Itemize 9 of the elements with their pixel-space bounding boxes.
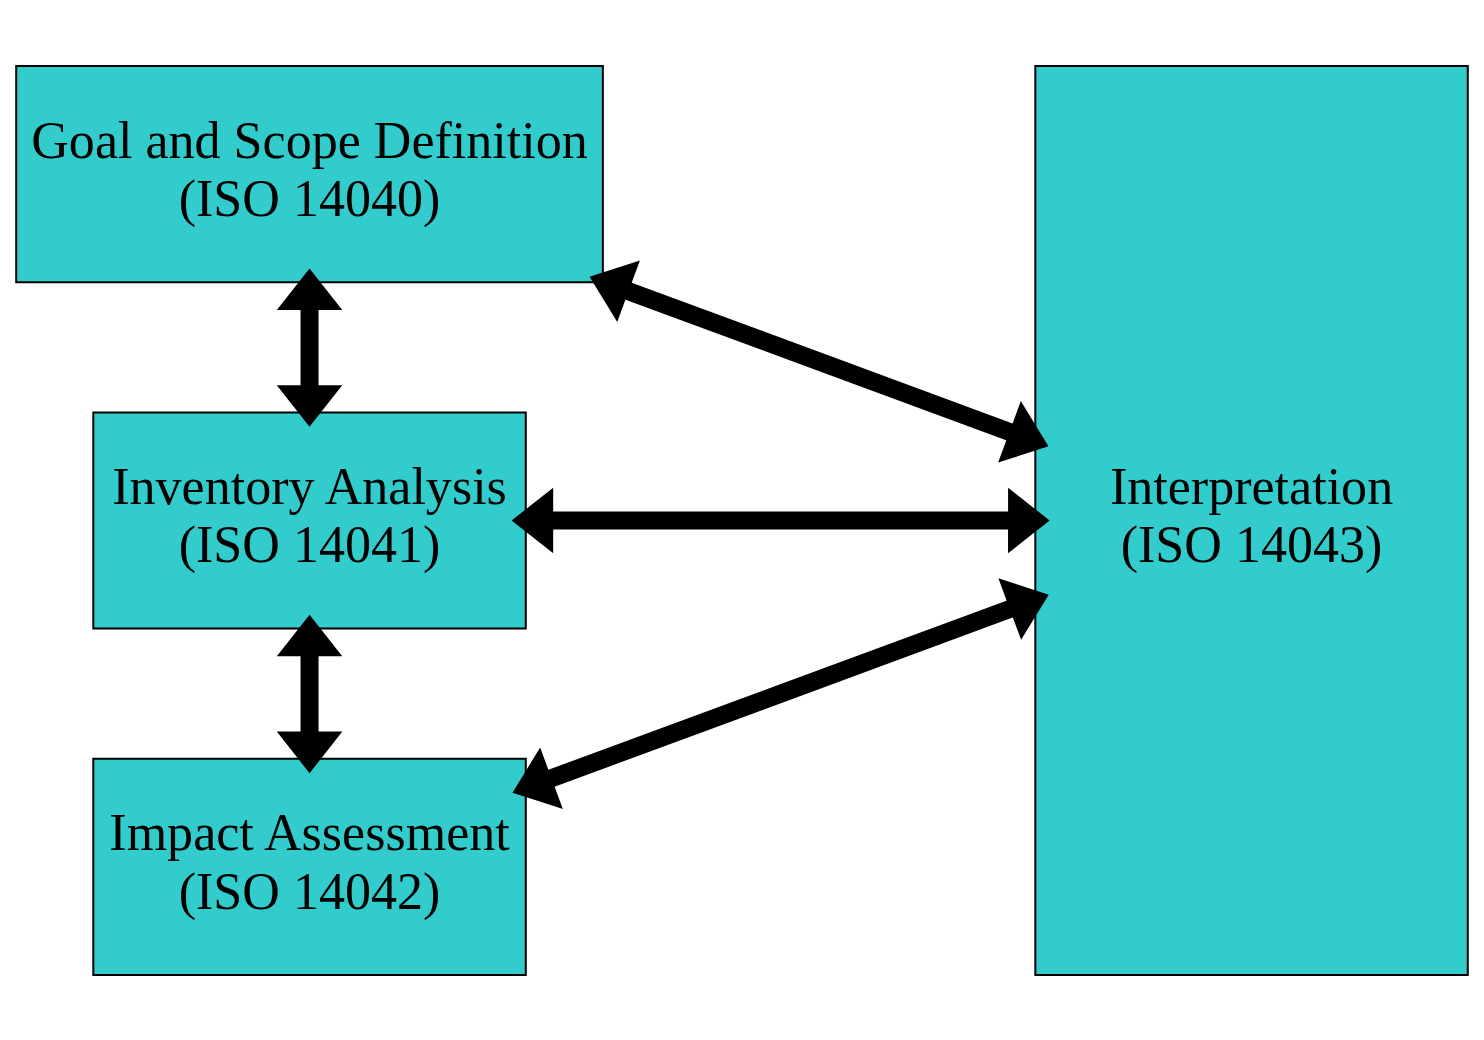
node-box: Inventory Analysis (ISO 14041): [92, 410, 527, 630]
arrow: [511, 487, 1050, 553]
node-box: Impact Assessment (ISO 14042): [92, 757, 527, 976]
arrow: [276, 267, 343, 427]
node-box: Goal and Scope Definition (ISO 14040): [15, 64, 604, 283]
arrow: [512, 577, 1049, 809]
arrow: [589, 259, 1049, 463]
arrow: [276, 614, 343, 773]
node-box: Interpretation (ISO 14043): [1034, 64, 1469, 976]
